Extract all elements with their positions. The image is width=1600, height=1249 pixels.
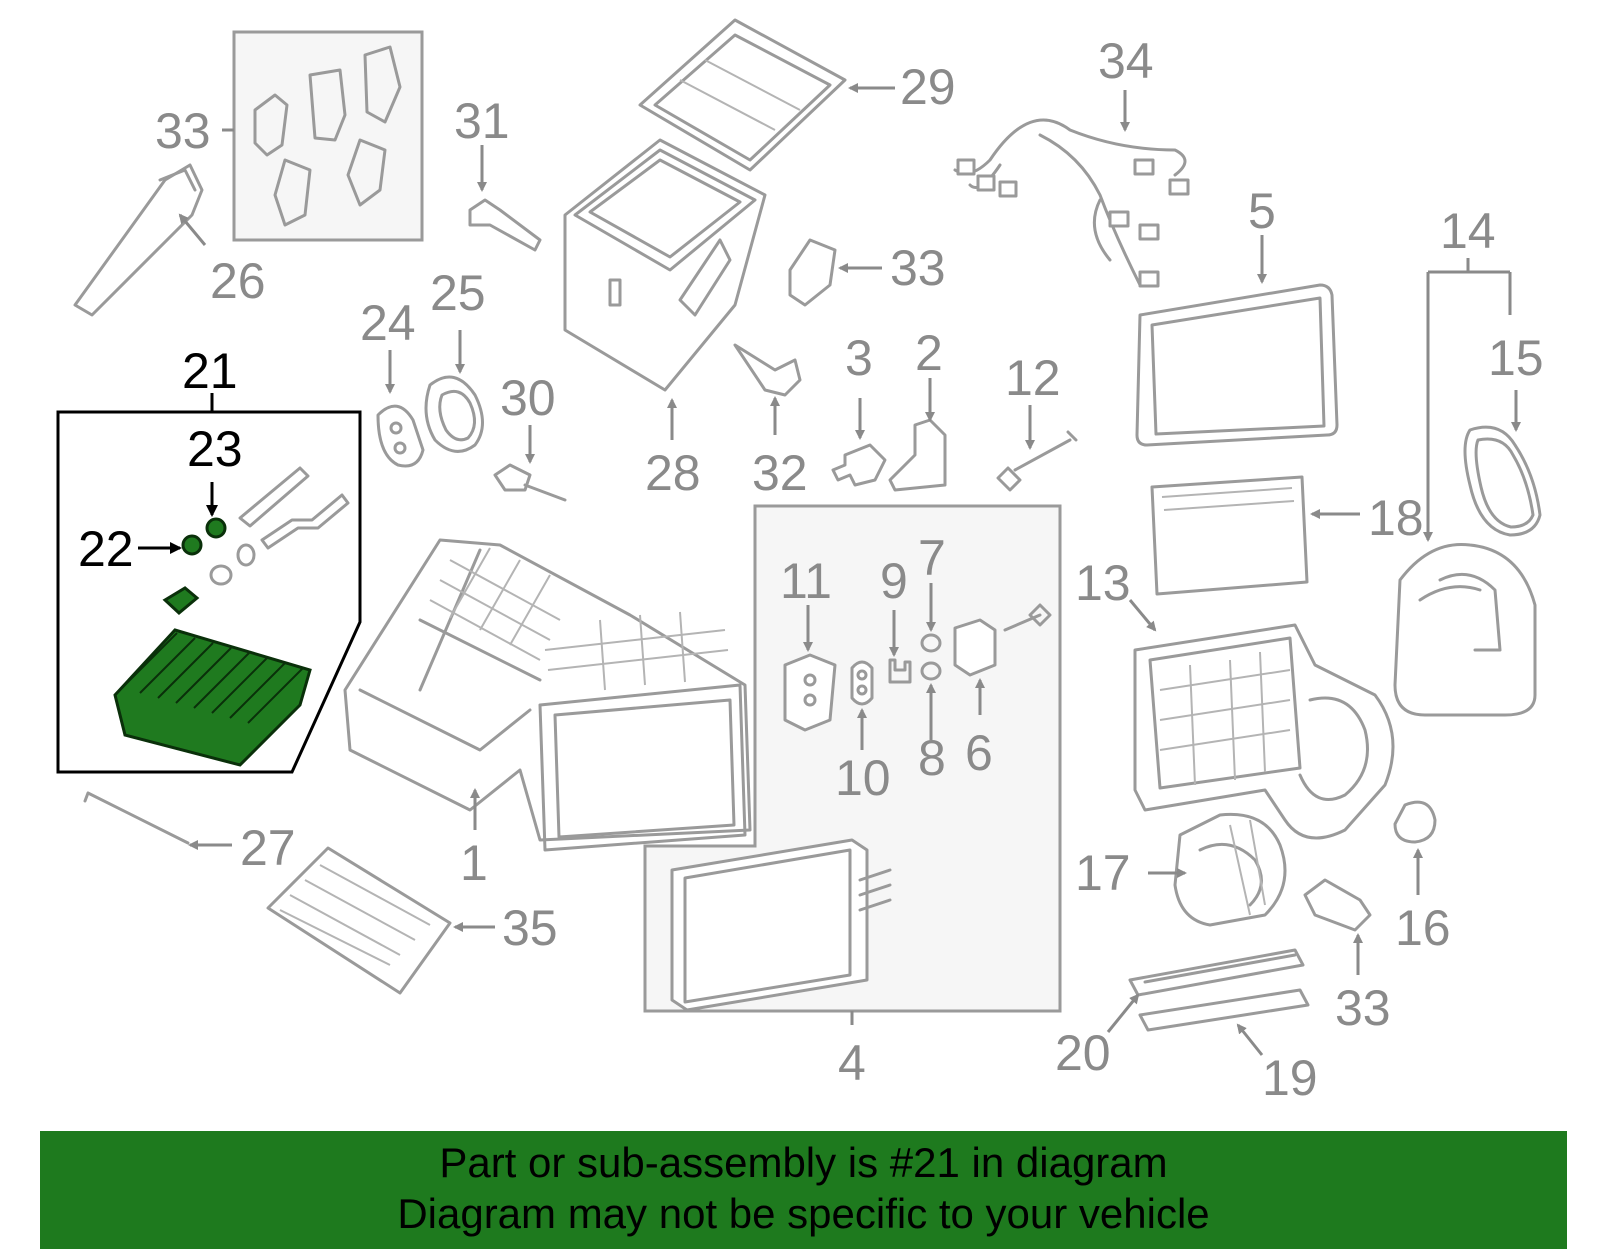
part-35-heater-element [266,846,452,995]
callout-24: 24 [360,295,416,351]
part-21-heater-core-group [56,410,362,774]
callout-22: 22 [78,521,134,577]
callout-26: 26 [210,253,266,309]
part-33-actuator-lower [1303,878,1372,932]
callout-25: 25 [430,265,486,321]
part-12-bolt [996,430,1078,492]
footer-line-2: Diagram may not be specific to your vehi… [397,1190,1210,1237]
part-30-sensor [493,463,567,502]
part-32-sensor [733,343,802,397]
callout-34: 34 [1098,33,1154,89]
callout-32: 32 [752,445,808,501]
callout-19: 19 [1262,1050,1318,1106]
callout-31: 31 [454,93,510,149]
callout-11: 11 [780,553,832,609]
part-28-upper-housing [563,138,767,392]
part-29-filter-cover [638,18,847,172]
part-13-blower-case [1133,623,1395,840]
part-27-rod [83,791,190,845]
callout-20: 20 [1055,1025,1111,1081]
callout-35: 35 [502,900,558,956]
part-5-seal-frame [1135,283,1339,447]
part-4-evaporator-group [643,504,1062,1013]
callout-2: 2 [915,325,943,381]
part-15-seal [1463,425,1542,537]
callout-3: 3 [845,330,873,386]
callout-28: 28 [645,445,701,501]
part-34-wiring-harness [953,118,1190,288]
part-33-clip-set [232,30,424,242]
part-33-actuator [788,238,837,307]
callout-27: 27 [240,820,296,876]
callout-8: 8 [918,730,946,786]
footer-banner: Part or sub-assembly is #21 in diagram D… [40,1131,1567,1249]
part-3-fitting [831,443,887,487]
callout-18: 18 [1368,490,1424,546]
callout-9: 9 [880,553,908,609]
part-19-seal-strip [1138,988,1310,1032]
callout-12: 12 [1005,350,1061,406]
callout-1: 1 [460,835,488,891]
callout-7: 7 [918,530,946,586]
callout-14: 14 [1440,203,1496,259]
part-20-seal-strip [1128,948,1305,997]
callout-21: 21 [182,343,238,399]
part-16-clip [1393,800,1437,844]
callout-13: 13 [1075,555,1131,611]
callout-23: 23 [187,421,243,477]
callout-16: 16 [1395,900,1451,956]
part-24-grommet [376,404,425,468]
callout-30: 30 [500,370,556,426]
callout-5: 5 [1248,183,1276,239]
part-1-lower-case [343,538,752,852]
part-2-bracket [888,418,947,492]
footer-line-1: Part or sub-assembly is #21 in diagram [439,1139,1168,1186]
part-17-blower-motor [1173,812,1287,927]
callout-10: 10 [835,750,891,806]
callout-4: 4 [838,1035,866,1091]
part-25-grommet [424,375,484,453]
part-26-actuator-rod [73,163,204,317]
callout-29: 29 [900,59,956,115]
part-18-cabin-filter [1150,475,1309,596]
callout-6: 6 [965,725,993,781]
callout-33-mid: 33 [890,240,946,296]
callout-33-top: 33 [155,103,211,159]
callout-15: 15 [1488,330,1544,386]
part-31-temp-sensor [468,198,542,252]
callout-17: 17 [1075,845,1131,901]
callout-33-bottom: 33 [1335,980,1391,1036]
part-14-blower-housing [1393,542,1537,717]
